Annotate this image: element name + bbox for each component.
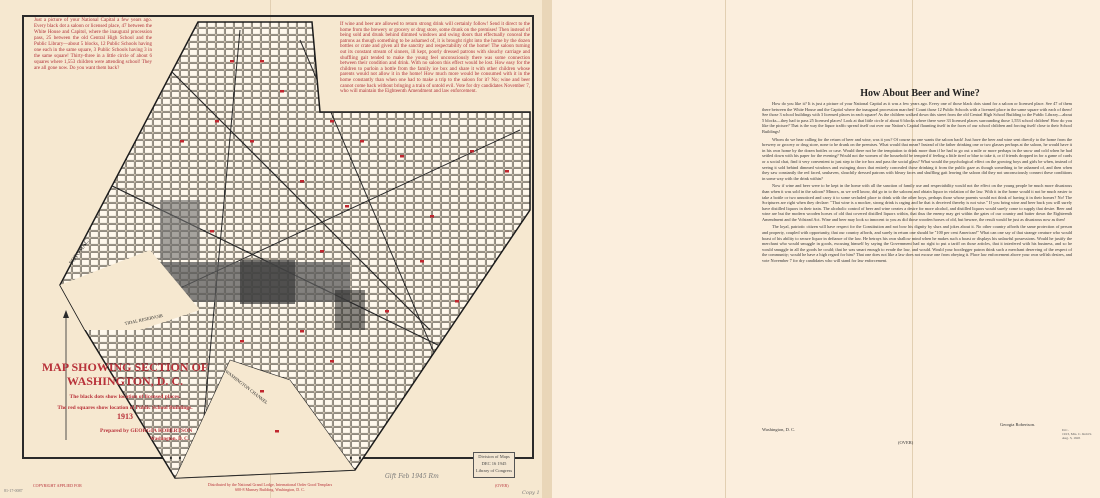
map-title-line2: WASHINGTON, D. C.: [66, 374, 184, 388]
map-year: 1913: [117, 412, 133, 421]
school-square: [320, 250, 324, 253]
signature: Georgia Robertson.: [1000, 422, 1036, 427]
copyright-note: COPYRIGHT APPLIED FOR: [33, 483, 82, 488]
school-square: [455, 300, 459, 303]
copy-note: Copy 1: [522, 490, 540, 496]
article-paragraph: Now if wine and beer were to be kept in …: [762, 183, 1072, 222]
article-over: (OVER): [898, 440, 914, 445]
library-stamp: Division of Maps DEC 16 1945 Library of …: [473, 452, 515, 478]
school-square: [360, 140, 364, 143]
school-square: [420, 260, 424, 263]
right-page-text-sheet: [552, 0, 1100, 498]
school-square: [275, 430, 279, 433]
school-square: [300, 180, 304, 183]
school-square: [215, 120, 219, 123]
fold-line: [912, 0, 913, 498]
school-square: [180, 140, 184, 143]
washington-map: POTOMAC TIDAL RESERVOIR WASHINGTON CHANN…: [59, 21, 531, 479]
distributor-line2: 600-8 Munsey Building, Washington, D. C.: [235, 487, 305, 492]
stamp-line: DEC 16 1945: [481, 461, 507, 466]
school-square: [505, 170, 509, 173]
north-arrow-head: [63, 310, 69, 318]
legend-red-squares: The red squares show location of Public …: [57, 405, 193, 411]
school-square: [260, 390, 264, 393]
catalog-line: 1913, Mrs. C. Robt'n: [1062, 432, 1092, 436]
school-square: [345, 205, 349, 208]
article-paragraph: The loyal, patriotic citizen will have r…: [762, 224, 1072, 264]
article-title: How About Beer and Wine?: [860, 88, 980, 99]
school-square: [400, 155, 404, 158]
map-legend: The black dots show location of licensed…: [30, 392, 220, 414]
school-square: [210, 230, 214, 233]
distributor-note: Distributed by the National Grand Lodge,…: [205, 482, 335, 492]
school-square: [280, 90, 284, 93]
accession-number: 81-17-0087: [4, 488, 23, 493]
school-square: [250, 140, 254, 143]
school-square: [260, 60, 264, 63]
article-body: How do you like it? It is just a picture…: [762, 101, 1072, 266]
map-title: MAP SHOWING SECTION OF WASHINGTON, D. C.: [30, 360, 220, 388]
article-location: Washington, D. C.: [762, 427, 796, 432]
school-square: [470, 150, 474, 153]
wine-beer-text: If wine and beer are allowed to return s…: [340, 22, 530, 95]
fold-line: [725, 0, 726, 498]
catalog-line: D.C.: [1062, 428, 1069, 432]
distributor-line1: Distributed by the National Grand Lodge,…: [207, 482, 333, 487]
article-paragraph: How do you like it? It is just a picture…: [762, 101, 1072, 134]
school-square: [430, 215, 434, 218]
school-square: [330, 360, 334, 363]
legend-black-dots: The black dots show location of licensed…: [69, 394, 181, 400]
prepared-location: Washington, D. C.: [150, 437, 190, 442]
school-square: [330, 120, 334, 123]
article-paragraph: Whom do we hear calling for the return o…: [762, 136, 1072, 181]
school-squares: [180, 60, 509, 433]
prepared-by: Prepared by GEORGIA ROBERTSON: [100, 428, 193, 434]
catalog-line: Aug. 3, 1945: [1062, 436, 1081, 440]
school-square: [300, 330, 304, 333]
school-square: [385, 310, 389, 313]
map-detail: [60, 29, 530, 478]
stamp-line: Division of Maps: [478, 454, 510, 459]
catalog-note: D.C. 1913, Mrs. C. Robt'n Aug. 3, 1945: [1062, 428, 1091, 440]
stamp-line: Library of Congress: [475, 468, 513, 473]
potomac-river: [60, 250, 200, 330]
intro-text: Just a picture of your National Capital …: [34, 18, 152, 71]
handwritten-note: Gift Feb 1945 Rm: [385, 473, 439, 480]
school-square: [230, 60, 234, 63]
washington-channel: [174, 359, 356, 478]
school-square: [240, 340, 244, 343]
map-title-line1: MAP SHOWING SECTION OF: [41, 360, 209, 374]
over-note: (OVER): [495, 483, 509, 488]
